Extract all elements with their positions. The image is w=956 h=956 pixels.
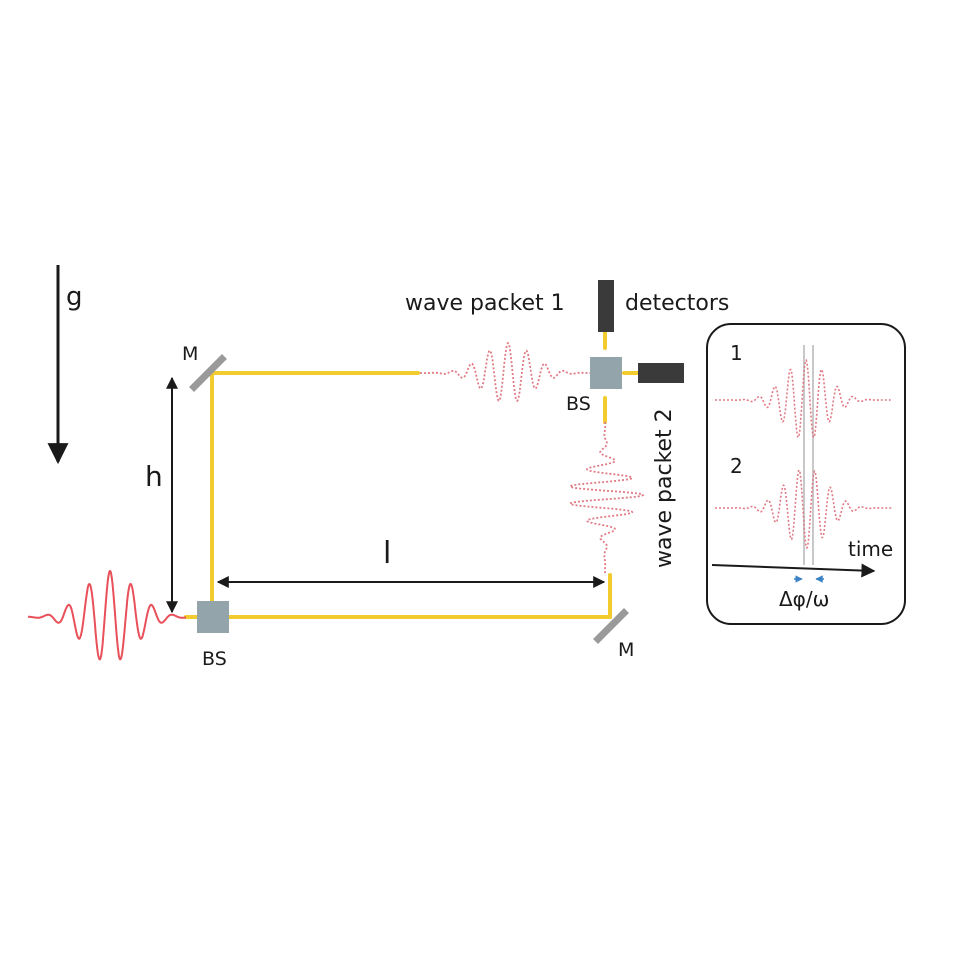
- inset-trace-2: [715, 468, 892, 549]
- wave-packet-input: [28, 570, 186, 661]
- beam-splitter-output-label: BS: [566, 393, 591, 415]
- phase-inset: 1 2 time Δφ/ω: [706, 323, 906, 625]
- wave-packet-1-label: wave packet 1: [405, 291, 565, 316]
- wave-packet-2-label: wave packet 2: [652, 408, 677, 568]
- height-label: h: [145, 460, 163, 493]
- inset-trace-1-label: 1: [730, 341, 743, 365]
- length-label: l: [383, 536, 391, 571]
- detector-top: [598, 280, 614, 332]
- mirror-bottom-right-label: M: [618, 639, 634, 661]
- mirror-bottom-right: [593, 608, 629, 644]
- beam-splitter-input: [197, 601, 229, 633]
- beam-paths: [184, 330, 640, 619]
- detectors-label: detectors: [625, 291, 729, 316]
- wave-packet-2: [569, 421, 645, 575]
- mirror-top-left-label: M: [182, 343, 198, 365]
- detector-right: [638, 363, 684, 383]
- time-axis-label: time: [848, 537, 893, 561]
- inset-trace-2-label: 2: [730, 454, 743, 478]
- gravity-label: g: [66, 282, 83, 312]
- beam-splitter-input-label: BS: [202, 648, 227, 670]
- phase-shift-label: Δφ/ω: [779, 587, 829, 611]
- inset-trace-1: [715, 359, 892, 439]
- mirror-top-left: [189, 354, 227, 392]
- time-axis: [711, 563, 876, 578]
- wave-packet-1: [420, 341, 590, 402]
- beam-splitter-output: [590, 357, 622, 389]
